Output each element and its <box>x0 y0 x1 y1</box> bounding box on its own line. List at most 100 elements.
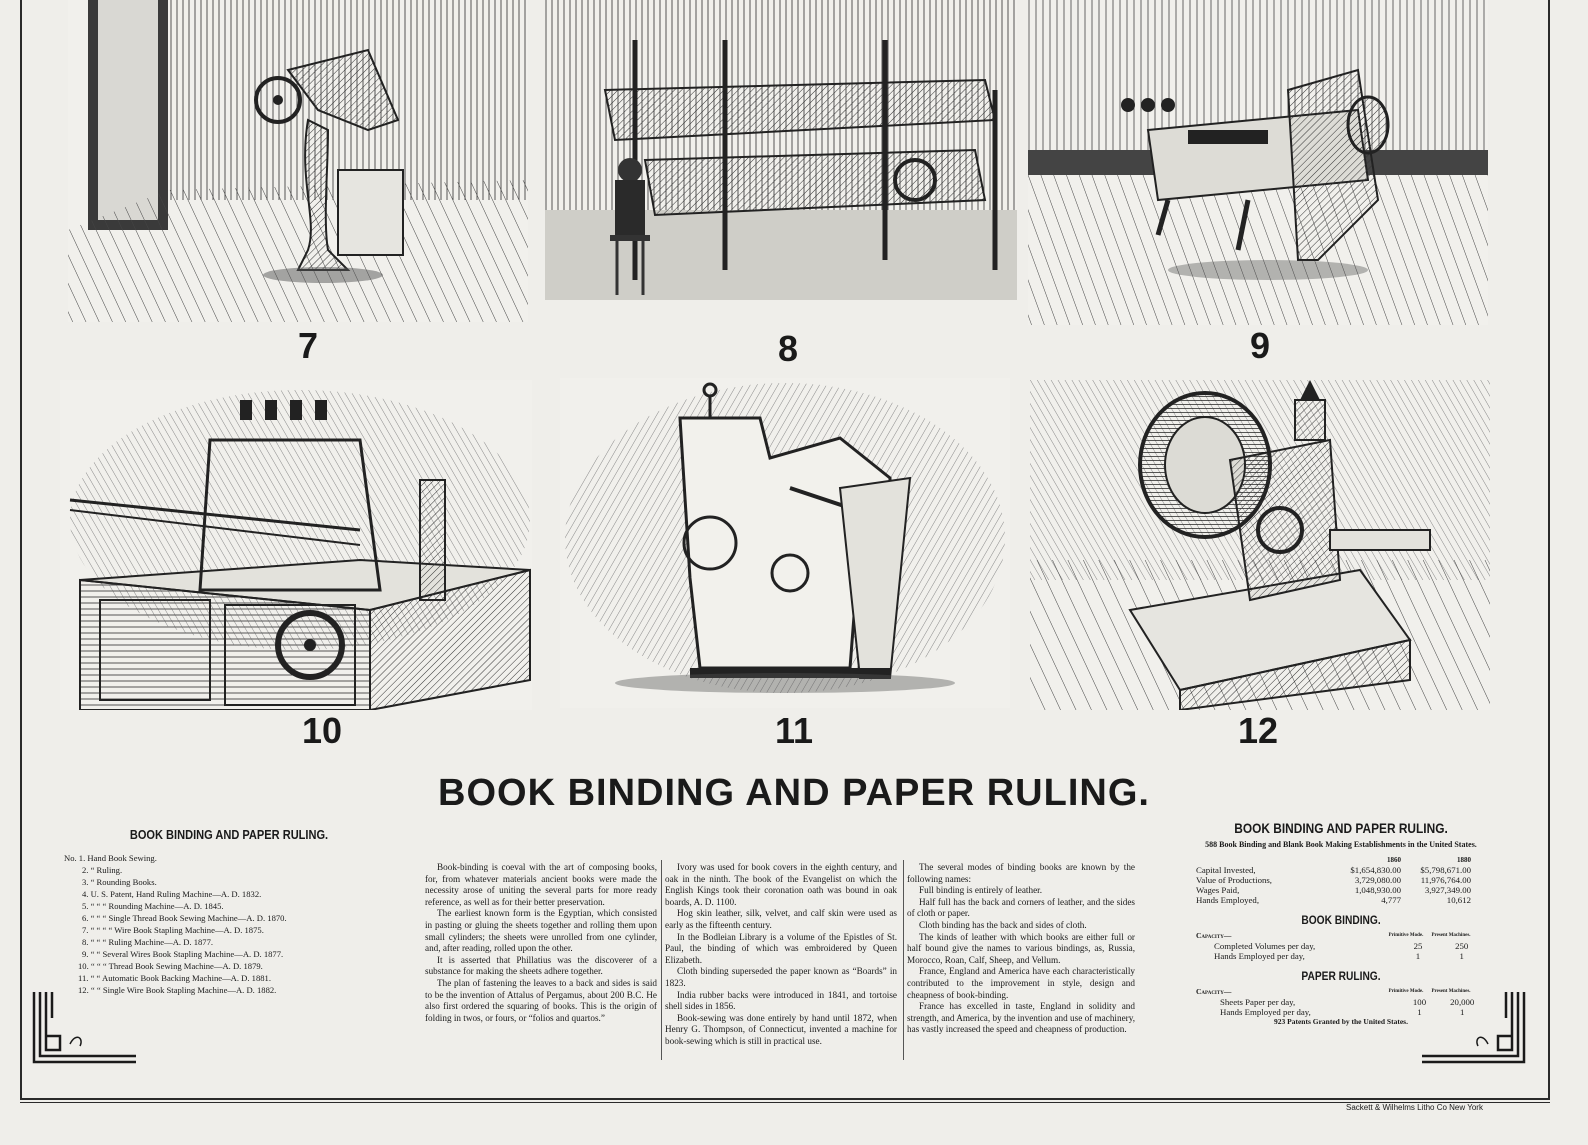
stats-value: 20,000 <box>1450 997 1475 1007</box>
corner-ornament-left <box>30 988 140 1066</box>
list-item: 10. “ “ “ Thread Book Sewing Machine—A. … <box>78 961 263 971</box>
stats-value: 1,048,930.00 <box>1354 885 1401 895</box>
stats-value: $5,798,671.00 <box>1420 865 1471 875</box>
paragraph: The kinds of leather with which books ar… <box>907 931 1135 965</box>
statistics-title: BOOK BINDING AND PAPER RULING. <box>1234 820 1448 836</box>
paper-ruling-heading: PAPER RULING. <box>1301 969 1381 983</box>
figure-number-10: 10 <box>301 710 343 751</box>
machine-list: BOOK BINDING AND PAPER RULING. No. 1. Ha… <box>64 827 394 996</box>
paragraph: France, England and America have each ch… <box>907 966 1135 1000</box>
column-divider <box>903 860 904 1060</box>
capacity-header: Capacity— Primitive Mode. Present Machin… <box>1196 931 1486 941</box>
paragraph: France has excelled in taste, England in… <box>907 1001 1136 1035</box>
stats-label: Hands Employed per day, <box>1220 1007 1311 1017</box>
year-1880: 1880 <box>1457 856 1471 864</box>
list-item: 7. “ “ “ “ Wire Book Stapling Machine—A.… <box>82 925 264 935</box>
paragraph: Book-sewing was done entirely by hand un… <box>665 1012 897 1046</box>
present-machines-label: Present Machines. <box>1431 989 1471 994</box>
list-item: 4. U. S. Patent, Hand Ruling Machine—A. … <box>82 889 262 899</box>
list-item: 3. “ Rounding Books. <box>82 877 157 887</box>
stats-row: Capital Invested, $1,654,830.00 $5,798,671… <box>1196 865 1486 875</box>
list-item: 5. “ “ “ Rounding Machine—A. D. 1845. <box>82 901 224 911</box>
paragraph: Half full has the back and corners of le… <box>907 896 1135 919</box>
paragraph: Book-binding is coeval with the art of c… <box>425 862 657 907</box>
list-item: 8. “ “ “ Ruling Machine—A. D. 1877. <box>82 937 214 947</box>
plate-8-illustration <box>545 0 1017 300</box>
stats-label: Wages Paid, <box>1196 885 1240 895</box>
machine-list-title: BOOK BINDING AND PAPER RULING. <box>129 827 329 842</box>
statistics-subtitle: 588 Book Binding and Blank Book Making E… <box>1205 840 1477 849</box>
statistics-panel: BOOK BINDING AND PAPER RULING. 588 Book … <box>1196 820 1486 1027</box>
paragraph: India rubber backs were introduced in 18… <box>665 989 897 1012</box>
text-column-2: Ivory was used for book covers in the ei… <box>665 862 897 1048</box>
list-item: 9. “ “ Several Wires Book Stapling Machi… <box>82 949 284 959</box>
stats-value: 11,976,764.00 <box>1420 875 1471 885</box>
stats-row: Value of Productions, 3,729,080.00 11,976,… <box>1196 875 1486 885</box>
plate-12-illustration <box>1030 380 1490 710</box>
stats-value: 10,612 <box>1446 895 1471 905</box>
capacity-header: Capacity— Primitive Mode. Present Machin… <box>1196 987 1486 997</box>
figure-number-9: 9 <box>1249 325 1271 366</box>
paragraph: The plan of fastening the leaves to a ba… <box>425 977 657 1023</box>
frame-bottom-rule <box>20 1098 1550 1100</box>
stats-row: Wages Paid, 1,048,930.00 3,927,349.00 <box>1196 885 1486 895</box>
present-machines-label: Present Machines. <box>1431 933 1471 938</box>
primitive-mode-label: Primitive Mode. <box>1388 933 1424 938</box>
year-1860: 1860 <box>1387 856 1401 864</box>
stats-row: Hands Employed, 4,777 10,612 <box>1196 895 1486 905</box>
stats-value: 1 <box>1459 951 1464 961</box>
figure-number-12: 12 <box>1237 710 1279 751</box>
stats-value: 4,777 <box>1381 895 1401 905</box>
capacity-label: Capacity— <box>1196 931 1232 940</box>
stats-row: Hands Employed per day, 1 1 <box>1196 951 1486 961</box>
paragraph: The several modes of binding books are k… <box>907 862 1135 884</box>
book-binding-heading: BOOK BINDING. <box>1301 913 1381 927</box>
frame-left-rule <box>20 0 22 1100</box>
frame-right-rule <box>1548 0 1550 1100</box>
stats-value: 1 <box>1417 1007 1422 1017</box>
list-item: 6. “ “ “ Single Thread Book Sewing Machi… <box>82 913 287 923</box>
stats-label: Value of Productions, <box>1196 875 1272 885</box>
main-title: BOOK BINDING AND PAPER RULING. <box>438 772 1150 814</box>
paragraph: In the Bodleian Library is a volume of t… <box>665 931 897 965</box>
stats-row: Hands Employed per day, 1 1 <box>1196 1007 1486 1017</box>
patents-note: 923 Patents Granted by the United States… <box>1274 1017 1408 1026</box>
frame-bottom-rule-inner <box>20 1102 1550 1103</box>
figure-number-11: 11 <box>774 710 814 751</box>
paragraph: Full binding is entirely of leather. <box>919 885 1042 896</box>
paragraph: Ivory was used for book covers in the ei… <box>665 862 897 907</box>
stats-label: Completed Volumes per day, <box>1214 941 1316 951</box>
paragraph: Hog skin leather, silk, velvet, and calf… <box>665 908 897 930</box>
stats-label: Hands Employed, <box>1196 895 1260 905</box>
list-item: 11. “ “ Automatic Book Backing Machine—A… <box>78 973 272 983</box>
list-item: 2. “ Ruling. <box>82 865 123 875</box>
stats-value: 250 <box>1455 941 1469 951</box>
statistics-year-header: 1860 1880 <box>1196 856 1486 865</box>
stats-value: $1,654,830.00 <box>1350 865 1401 875</box>
plate-9-illustration <box>1028 0 1488 325</box>
plate-7-illustration <box>68 0 528 322</box>
figure-number-7: 7 <box>297 325 319 366</box>
stats-value: 1 <box>1460 1007 1465 1017</box>
stats-value: 3,729,080.00 <box>1354 875 1401 885</box>
primitive-mode-label: Primitive Mode. <box>1388 989 1424 994</box>
figure-number-8: 8 <box>777 328 799 369</box>
text-column-1: Book-binding is coeval with the art of c… <box>425 862 657 1024</box>
paragraph: The earliest known form is the Egyptian,… <box>425 908 657 954</box>
column-divider <box>661 860 662 1060</box>
list-item: No. 1. Hand Book Sewing. <box>64 853 157 863</box>
stats-value: 1 <box>1415 951 1421 961</box>
paragraph: Cloth binding superseded the paper known… <box>665 966 897 988</box>
plate-11-illustration <box>560 378 1010 708</box>
corner-ornament-right <box>1418 988 1528 1066</box>
paragraph: It is asserted that Phillatius was the d… <box>425 954 657 977</box>
list-item: 12. “ “ Single Wire Book Stapling Machin… <box>78 985 277 995</box>
stats-label: Hands Employed per day, <box>1214 951 1305 961</box>
text-column-3: The several modes of binding books are k… <box>907 862 1135 1036</box>
stats-value: 3,927,349.00 <box>1424 885 1471 895</box>
paragraph: Cloth binding has the back and sides of … <box>919 919 1087 930</box>
stats-label: Capital Invested, <box>1196 865 1256 875</box>
printer-credit: Sackett & Wilhelms Litho Co New York <box>1346 1103 1483 1112</box>
